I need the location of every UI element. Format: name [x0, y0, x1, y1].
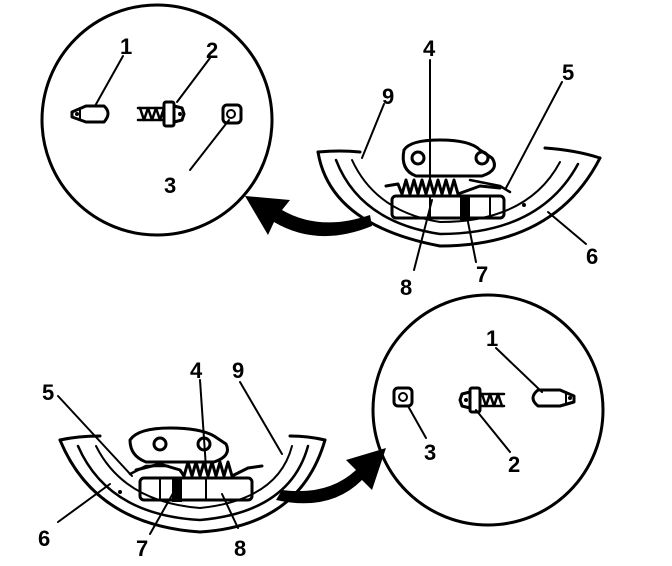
bottom-callout-1: 1	[486, 326, 498, 351]
bottom-callout-2: 2	[508, 452, 520, 477]
bottom-callout-5: 5	[42, 380, 54, 405]
bottom-leader-3	[407, 405, 427, 439]
top-detail-view: 1 2 3	[40, 3, 274, 237]
bottom-leader-2	[475, 409, 511, 453]
top-callout-2: 2	[206, 38, 218, 63]
top-callout-7: 7	[476, 262, 488, 287]
top-callout-4: 4	[423, 36, 436, 61]
top-callout-8: 8	[400, 275, 412, 300]
top-callout-9: 9	[382, 84, 394, 109]
top-callout-3: 3	[164, 173, 176, 198]
top-leader-2	[176, 57, 211, 103]
bottom-leader-5	[57, 395, 133, 477]
bottom-socket	[392, 386, 414, 408]
bottom-leader-1	[495, 347, 543, 393]
bottom-transfer-arrow-icon	[276, 448, 386, 504]
bottom-adjusting-screw	[458, 386, 506, 414]
bottom-pivot-nut	[531, 388, 576, 408]
top-leader-1	[94, 55, 124, 107]
top-callout-1: 1	[120, 34, 132, 59]
top-leader-5	[505, 81, 563, 189]
top-pivot-nut	[70, 104, 110, 124]
bottom-leader-9	[239, 381, 283, 455]
bottom-callout-8: 8	[234, 536, 246, 561]
top-brake-assembly	[316, 138, 602, 248]
top-socket	[221, 103, 243, 125]
top-callout-5: 5	[562, 60, 574, 85]
top-leader-9	[361, 103, 385, 159]
bottom-leader-7	[149, 487, 177, 535]
bottom-callout-4: 4	[190, 358, 203, 383]
top-leader-3	[189, 119, 230, 171]
bottom-brake-assembly	[58, 426, 327, 534]
top-leader-8	[413, 199, 433, 271]
bottom-detail-view: 1 3 2	[371, 293, 605, 527]
top-leader-6	[547, 211, 587, 245]
top-detail-circle	[40, 3, 274, 237]
top-callout-6: 6	[586, 244, 598, 269]
top-adjusting-screw	[136, 100, 186, 128]
bottom-leader-8	[221, 493, 239, 529]
bottom-callout-3: 3	[424, 440, 436, 465]
top-leader-7	[465, 211, 477, 263]
top-transfer-arrow-icon	[245, 196, 372, 237]
bottom-callout-6: 6	[38, 526, 50, 551]
bottom-leader-4	[199, 379, 207, 469]
bottom-callout-7: 7	[136, 536, 148, 561]
bottom-leader-6	[57, 483, 111, 523]
bottom-callout-9: 9	[232, 358, 244, 383]
bottom-detail-circle	[371, 293, 605, 527]
